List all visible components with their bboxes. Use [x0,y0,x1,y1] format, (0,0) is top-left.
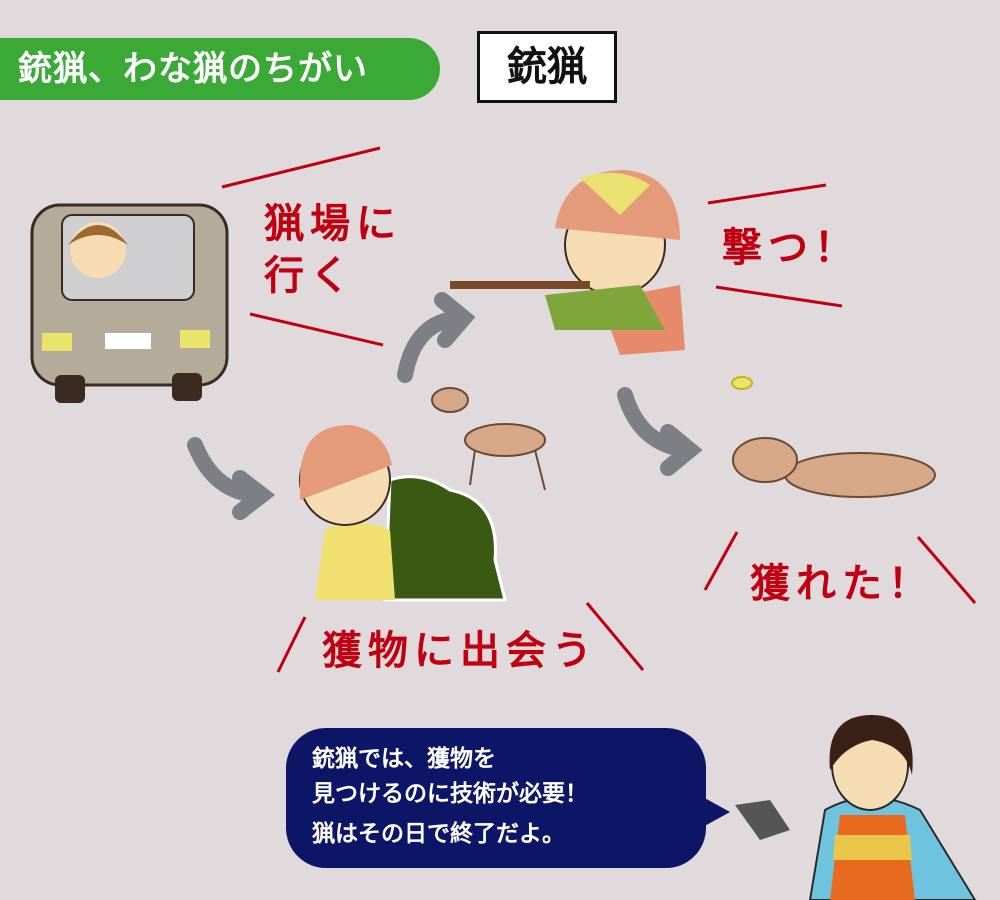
car-illustration [30,203,229,403]
speech-line-3: 猟はその日で終了だよ。 [312,821,565,847]
flow-arrows [187,292,703,520]
step-caught: 獲れた！ [750,561,934,607]
accent-lines [221,146,977,673]
speech-line-1: 銃猟では、獲物を [312,746,496,772]
shooter-illustration [450,170,685,355]
speech-line-2: 見つけるのに技術が必要！ [312,780,588,807]
speech-bubble: 銃猟では、獲物を 見つけるのに技術が必要！ 猟はその日で終了だよ。 [286,728,706,868]
step-go-hunting-line1: 猟場に [264,201,402,247]
guide-woman-illustration [735,715,977,900]
hunter-bush-illustration [299,425,507,602]
step-shoot: 撃つ！ [722,225,860,271]
step-go-hunting-line2: 行く [264,253,356,299]
header-banner: 銃猟、わな猟のちがい [0,38,440,100]
step-go-hunting: 猟場に 行く [264,198,402,302]
step-encounter: 獲物に出会う [322,628,598,674]
section-title: 銃猟 [477,31,617,103]
deer-illustration [431,387,546,491]
fallen-deer-illustration [731,376,936,498]
